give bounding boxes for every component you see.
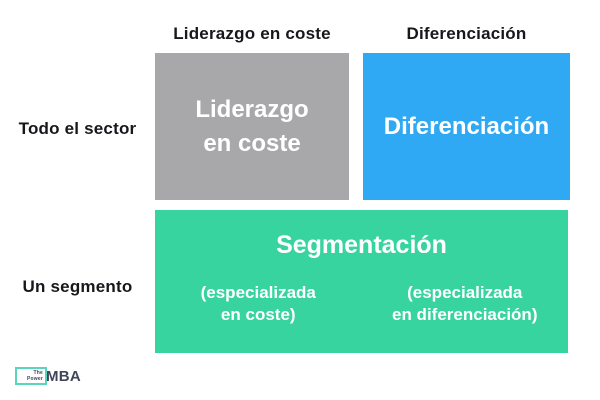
row-label-whole-sector: Todo el sector bbox=[18, 119, 137, 138]
column-header-differentiation: Diferenciación bbox=[406, 24, 527, 43]
cell-differentiation: Diferenciación bbox=[363, 53, 570, 200]
logo-wordmark: MBA bbox=[46, 367, 82, 385]
segmentation-note-differentiation: (especializada en diferenciación) bbox=[392, 282, 538, 325]
row-label-one-segment: Un segmento bbox=[22, 277, 133, 296]
logo-box-icon: The Power bbox=[15, 367, 47, 385]
cell-segmentation-title: Segmentación bbox=[276, 231, 447, 259]
segmentation-notes: (especializada en coste) (especializada … bbox=[155, 282, 568, 327]
cell-segmentation: Segmentación (especializada en coste) (e… bbox=[155, 210, 568, 353]
segmentation-note-cost: (especializada en coste) bbox=[200, 282, 316, 325]
cell-cost-leadership-label: Liderazgo en coste bbox=[195, 95, 309, 157]
cell-cost-leadership: Liderazgo en coste bbox=[155, 53, 349, 200]
cell-differentiation-label: Diferenciación bbox=[383, 112, 550, 140]
column-header-cost-leadership: Liderazgo en coste bbox=[173, 24, 331, 43]
thepowermba-logo: The Power MBA bbox=[15, 367, 81, 385]
